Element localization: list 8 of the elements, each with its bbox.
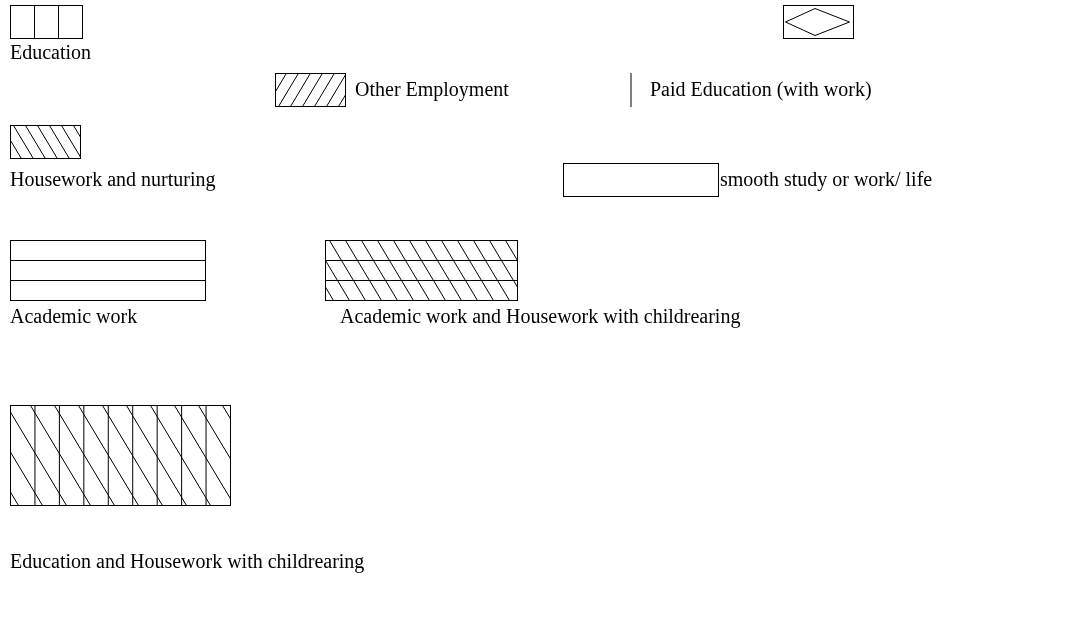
legend-label: Education and Housework with childrearing xyxy=(10,549,365,573)
legend-label: Other Employment xyxy=(355,77,509,101)
legend-label: Education xyxy=(10,40,92,64)
legend-label: Paid Education (with work) xyxy=(650,77,872,101)
legend-label: Academic work and Housework with childrearing xyxy=(340,304,741,328)
legend-label: Academic work xyxy=(10,304,138,328)
legend-label: smooth study or work/ life xyxy=(720,167,933,191)
legend-label: Housework and nurturing xyxy=(10,167,216,191)
